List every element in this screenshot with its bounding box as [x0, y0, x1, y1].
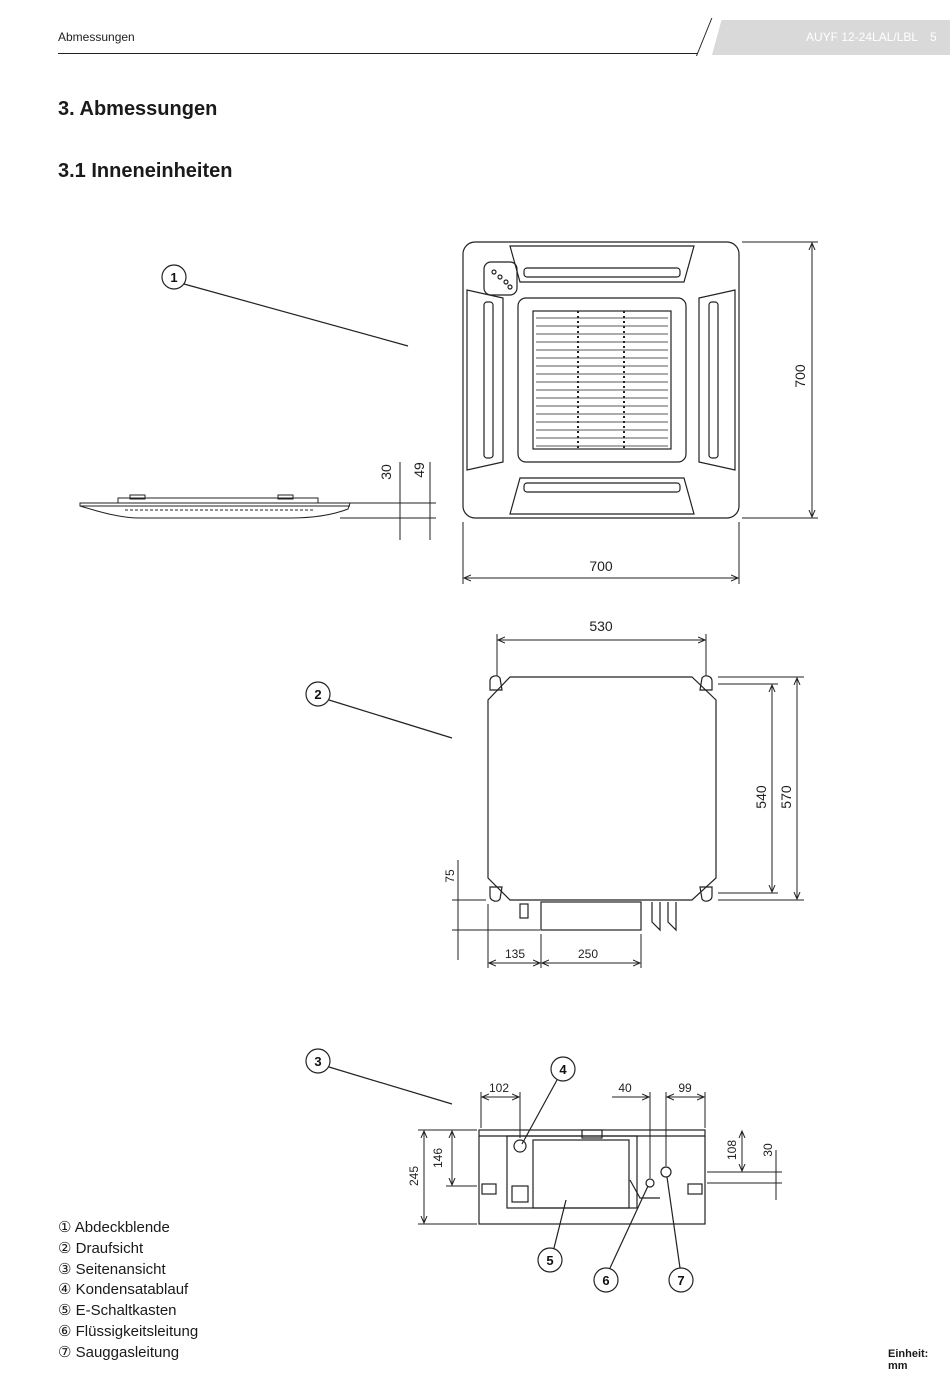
callout-4-label: 4	[559, 1062, 567, 1077]
legend-item: ② Draufsicht	[58, 1239, 144, 1257]
dim-side-h1: 245	[407, 1166, 421, 1186]
page-number: 5	[930, 30, 937, 44]
callout-7-label: 7	[677, 1273, 684, 1288]
legend-item: ④ Kondensatablauf	[58, 1281, 189, 1299]
unit-note: Einheit: mm	[888, 1348, 929, 1372]
dim-panel-h1: 30	[378, 464, 394, 480]
dim-panel-h2: 49	[411, 462, 427, 478]
legend-item: ⑦ Sauggasleitung	[58, 1343, 180, 1361]
dim-side-h2: 146	[431, 1148, 445, 1168]
callout-2	[305, 681, 453, 739]
callout-6-label: 6	[602, 1273, 609, 1288]
dim-panel-width: 700	[589, 558, 613, 574]
unit-side-view	[478, 1129, 706, 1225]
dim-side-l: 102	[489, 1081, 509, 1095]
callout-1-label: 1	[170, 270, 177, 285]
dim-body-h-outer: 570	[778, 785, 794, 809]
sub-heading: 3.1 Inneneinheiten	[58, 160, 233, 182]
dim-body-width: 530	[589, 618, 613, 634]
dim-body-h-inner: 540	[753, 785, 769, 809]
dim-side-h3: 108	[725, 1140, 739, 1160]
header-section: Abmessungen	[58, 30, 135, 44]
main-heading: 3. Abmessungen	[58, 98, 218, 120]
dim-side-r2: 99	[678, 1081, 692, 1095]
dim-body-b2: 250	[578, 947, 598, 961]
legend-item: ① Abdeckblende	[58, 1219, 170, 1236]
grille-lines	[536, 311, 668, 449]
callout-3-label: 3	[314, 1054, 321, 1069]
dim-body-b1: 135	[505, 947, 525, 961]
legend: ① Abdeckblende ② Draufsicht ③ Seitenansi…	[58, 1218, 198, 1364]
panel-top-view	[462, 241, 740, 519]
header-rule	[58, 53, 698, 54]
callout-5-label: 5	[546, 1253, 553, 1268]
callout-1	[161, 264, 409, 347]
header-band	[712, 20, 950, 55]
callout-2-label: 2	[314, 687, 321, 702]
panel-side-dims	[340, 462, 436, 540]
dim-side-r1: 40	[618, 1081, 632, 1095]
side-callouts	[305, 1048, 694, 1293]
unit-dim-lines	[452, 634, 804, 968]
side-dim-lines	[418, 1092, 782, 1225]
legend-item: ③ Seitenansicht	[58, 1260, 166, 1278]
dim-panel-depth: 700	[792, 364, 808, 388]
dim-body-offset: 75	[443, 869, 457, 883]
legend-item: ⑥ Flüssigkeitsleitung	[58, 1322, 199, 1340]
panel-side-view	[79, 494, 351, 519]
header-model: AUYF 12-24LAL/LBL	[806, 30, 919, 44]
unit-top-view	[487, 675, 717, 932]
panel-dim-lines	[462, 241, 818, 584]
dim-side-h4: 30	[761, 1143, 775, 1157]
legend-item: ⑤ E-Schaltkasten	[58, 1302, 177, 1320]
